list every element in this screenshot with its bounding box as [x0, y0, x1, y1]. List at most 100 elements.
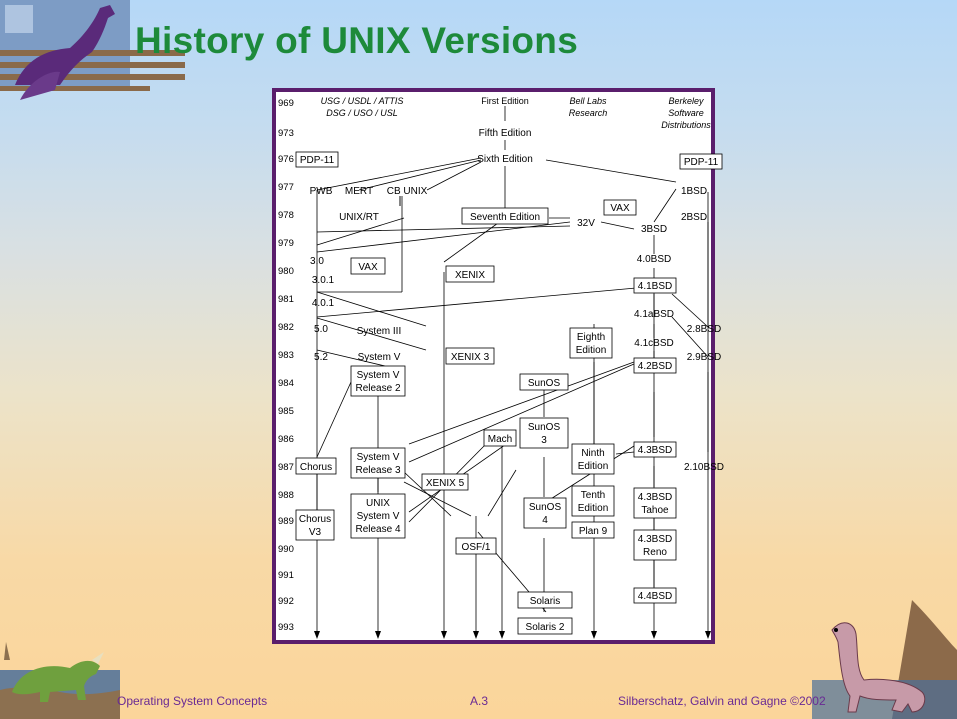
node-4-1absd: 4.1aBSD	[634, 309, 674, 320]
node-mach: Mach	[488, 434, 512, 445]
node-3bsd: 3BSD	[641, 224, 667, 235]
node-eighth-edition: Eighth	[577, 332, 605, 343]
year-label: 991	[278, 570, 294, 581]
year-label: 981	[278, 294, 294, 305]
year-label: 982	[278, 322, 294, 333]
node-sunos: SunOS	[528, 378, 561, 389]
node-xenix: XENIX	[455, 270, 485, 281]
node-tenth-edition: Tenth	[581, 490, 605, 501]
node-2bsd: 2BSD	[681, 212, 707, 223]
year-label: 973	[278, 128, 294, 139]
node-solaris: Solaris	[530, 596, 561, 607]
year-label: 976	[278, 154, 294, 165]
node-pwb: PWB	[310, 186, 333, 197]
node-mert: MERT	[345, 186, 373, 197]
year-label: 979	[278, 238, 294, 249]
year-label: 983	[278, 350, 294, 361]
year-label: 985	[278, 406, 294, 417]
node-2-9bsd: 2.9BSD	[687, 352, 721, 363]
column-header-first-edition: First Edition	[481, 96, 529, 106]
year-label: 980	[278, 266, 294, 277]
node-pdp11-right: PDP-11	[684, 157, 719, 168]
node-sunos-4: SunOS	[529, 502, 562, 513]
footer-book-title: Operating System Concepts	[117, 694, 268, 708]
year-label: 993	[278, 622, 294, 633]
node-tenth-edition: Edition	[578, 503, 609, 514]
node-5-2: 5.2	[314, 352, 328, 363]
node-pdp11-left: PDP-11	[300, 155, 335, 166]
unix-history-diagram: 969 973 976 977 978 979 980 981 982 983 …	[272, 88, 724, 644]
node-chorus-v3: Chorus	[299, 514, 331, 525]
dinosaur-logo-icon	[0, 0, 185, 100]
column-header-berkeley: Distributions	[661, 120, 711, 130]
node-osf1: OSF/1	[462, 542, 491, 553]
node-system-v-release-3: System V	[357, 452, 400, 463]
node-plan-9: Plan 9	[579, 526, 608, 537]
page-title: History of UNIX Versions	[135, 20, 579, 61]
node-ninth-edition: Ninth	[581, 448, 604, 459]
column-header-usg: USG / USDL / ATTIS	[321, 96, 404, 106]
node-chorus: Chorus	[300, 462, 332, 473]
brachiosaurus-icon	[812, 600, 957, 719]
column-header-bell-labs: Research	[569, 108, 608, 118]
node-seventh-edition: Seventh Edition	[470, 212, 540, 223]
node-4-3bsd-reno: 4.3BSD	[638, 534, 672, 545]
node-system-iii: System III	[357, 326, 401, 337]
footer-slide-number: A.3	[470, 694, 489, 708]
node-fifth-edition: Fifth Edition	[479, 128, 532, 139]
node-vax-left: VAX	[358, 262, 378, 273]
year-label: 986	[278, 434, 294, 445]
year-label: 969	[278, 98, 294, 109]
node-system-v: System V	[358, 352, 401, 363]
node-system-v-release-2: Release 2	[355, 383, 400, 394]
node-4-3bsd-tahoe: Tahoe	[641, 505, 669, 516]
node-1bsd: 1BSD	[681, 186, 707, 197]
node-cb-unix: CB UNIX	[387, 186, 428, 197]
column-header-usg: DSG / USO / USL	[326, 108, 398, 118]
node-4-1cbsd: 4.1cBSD	[634, 338, 673, 349]
node-unix-rt: UNIX/RT	[339, 212, 379, 223]
node-sunos-3: 3	[541, 435, 547, 446]
node-32v: 32V	[577, 218, 595, 229]
node-2-8bsd: 2.8BSD	[687, 324, 721, 335]
node-sunos-4: 4	[542, 515, 548, 526]
footer-authors: Silberschatz, Galvin and Gagne ©2002	[618, 694, 826, 708]
node-4-0bsd: 4.0BSD	[637, 254, 671, 265]
node-xenix-3: XENIX 3	[451, 352, 490, 363]
node-sunos-3: SunOS	[528, 422, 561, 433]
node-chorus-v3: V3	[309, 527, 322, 538]
year-label: 988	[278, 490, 294, 501]
node-3-0-1: 3.0.1	[312, 275, 335, 286]
node-4-3bsd-reno: Reno	[643, 547, 667, 558]
triceratops-icon	[0, 642, 120, 719]
node-unix-system-v-release-4: System V	[357, 511, 400, 522]
node-4-4bsd: 4.4BSD	[638, 591, 672, 602]
node-unix-system-v-release-4: Release 4	[355, 524, 400, 535]
year-label: 984	[278, 378, 294, 389]
year-label: 989	[278, 516, 294, 527]
node-4-0-1: 4.0.1	[312, 298, 335, 309]
node-solaris-2: Solaris 2	[526, 622, 565, 633]
node-system-v-release-3: Release 3	[355, 465, 400, 476]
node-system-v-release-2: System V	[357, 370, 400, 381]
column-header-berkeley: Software	[668, 108, 704, 118]
node-5-0: 5.0	[314, 324, 328, 335]
node-xenix-5: XENIX 5	[426, 478, 465, 489]
year-label: 977	[278, 182, 294, 193]
node-unix-system-v-release-4: UNIX	[366, 498, 390, 509]
node-sixth-edition: Sixth Edition	[477, 154, 533, 165]
year-label: 987	[278, 462, 294, 473]
node-4-3bsd: 4.3BSD	[638, 445, 672, 456]
node-4-3bsd-tahoe: 4.3BSD	[638, 492, 672, 503]
node-vax-right: VAX	[610, 203, 630, 214]
node-ninth-edition: Edition	[578, 461, 609, 472]
node-3-0: 3.0	[310, 256, 324, 267]
node-4-2bsd: 4.2BSD	[638, 361, 672, 372]
year-label: 992	[278, 596, 294, 607]
column-header-bell-labs: Bell Labs	[569, 96, 607, 106]
node-eighth-edition: Edition	[576, 345, 607, 356]
node-2-10bsd: 2.10BSD	[684, 462, 724, 473]
node-4-1bsd: 4.1BSD	[638, 281, 672, 292]
column-header-berkeley: Berkeley	[668, 96, 704, 106]
year-label: 978	[278, 210, 294, 221]
